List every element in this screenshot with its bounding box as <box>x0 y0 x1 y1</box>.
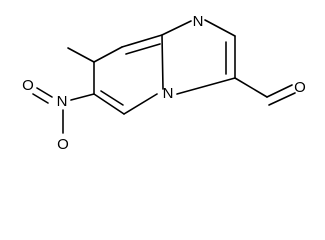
bond-n1-c2 <box>204 19 236 37</box>
bond-cho-o <box>266 84 293 98</box>
bond-nitro-o-upper <box>36 87 53 98</box>
atom-labels: N N O N O O <box>22 13 306 153</box>
bond-nitro-o-upper-double <box>32 93 49 104</box>
bond-c5-c6 <box>93 93 125 115</box>
bond-methyl <box>67 47 95 63</box>
atom-n-bridgehead: N <box>163 85 174 102</box>
bond-c7-c7a-inner <box>125 43 161 55</box>
bond-c7a-n1 <box>161 20 192 36</box>
bond-c3-n4 <box>176 77 236 95</box>
atom-o-nitro-lower: O <box>57 136 69 153</box>
bonds <box>32 19 296 134</box>
bond-c7a-n4 <box>161 34 164 90</box>
bond-c3-cho <box>234 77 268 98</box>
atom-o-nitro-upper: O <box>22 77 34 94</box>
bond-c7-c8 <box>93 46 123 63</box>
atom-n-imidazole: N <box>193 13 204 30</box>
bond-n4-c5 <box>123 93 158 115</box>
atom-n-nitro: N <box>57 93 68 110</box>
chemical-structure-diagram: N N O N O O <box>22 13 306 153</box>
bond-c6-nitro-n <box>70 93 95 101</box>
bond-cho-o-double <box>268 92 296 106</box>
bond-c7-c7a <box>121 34 163 48</box>
bond-c5-c6-inner <box>100 90 124 106</box>
atom-o-aldehyde: O <box>294 79 306 96</box>
